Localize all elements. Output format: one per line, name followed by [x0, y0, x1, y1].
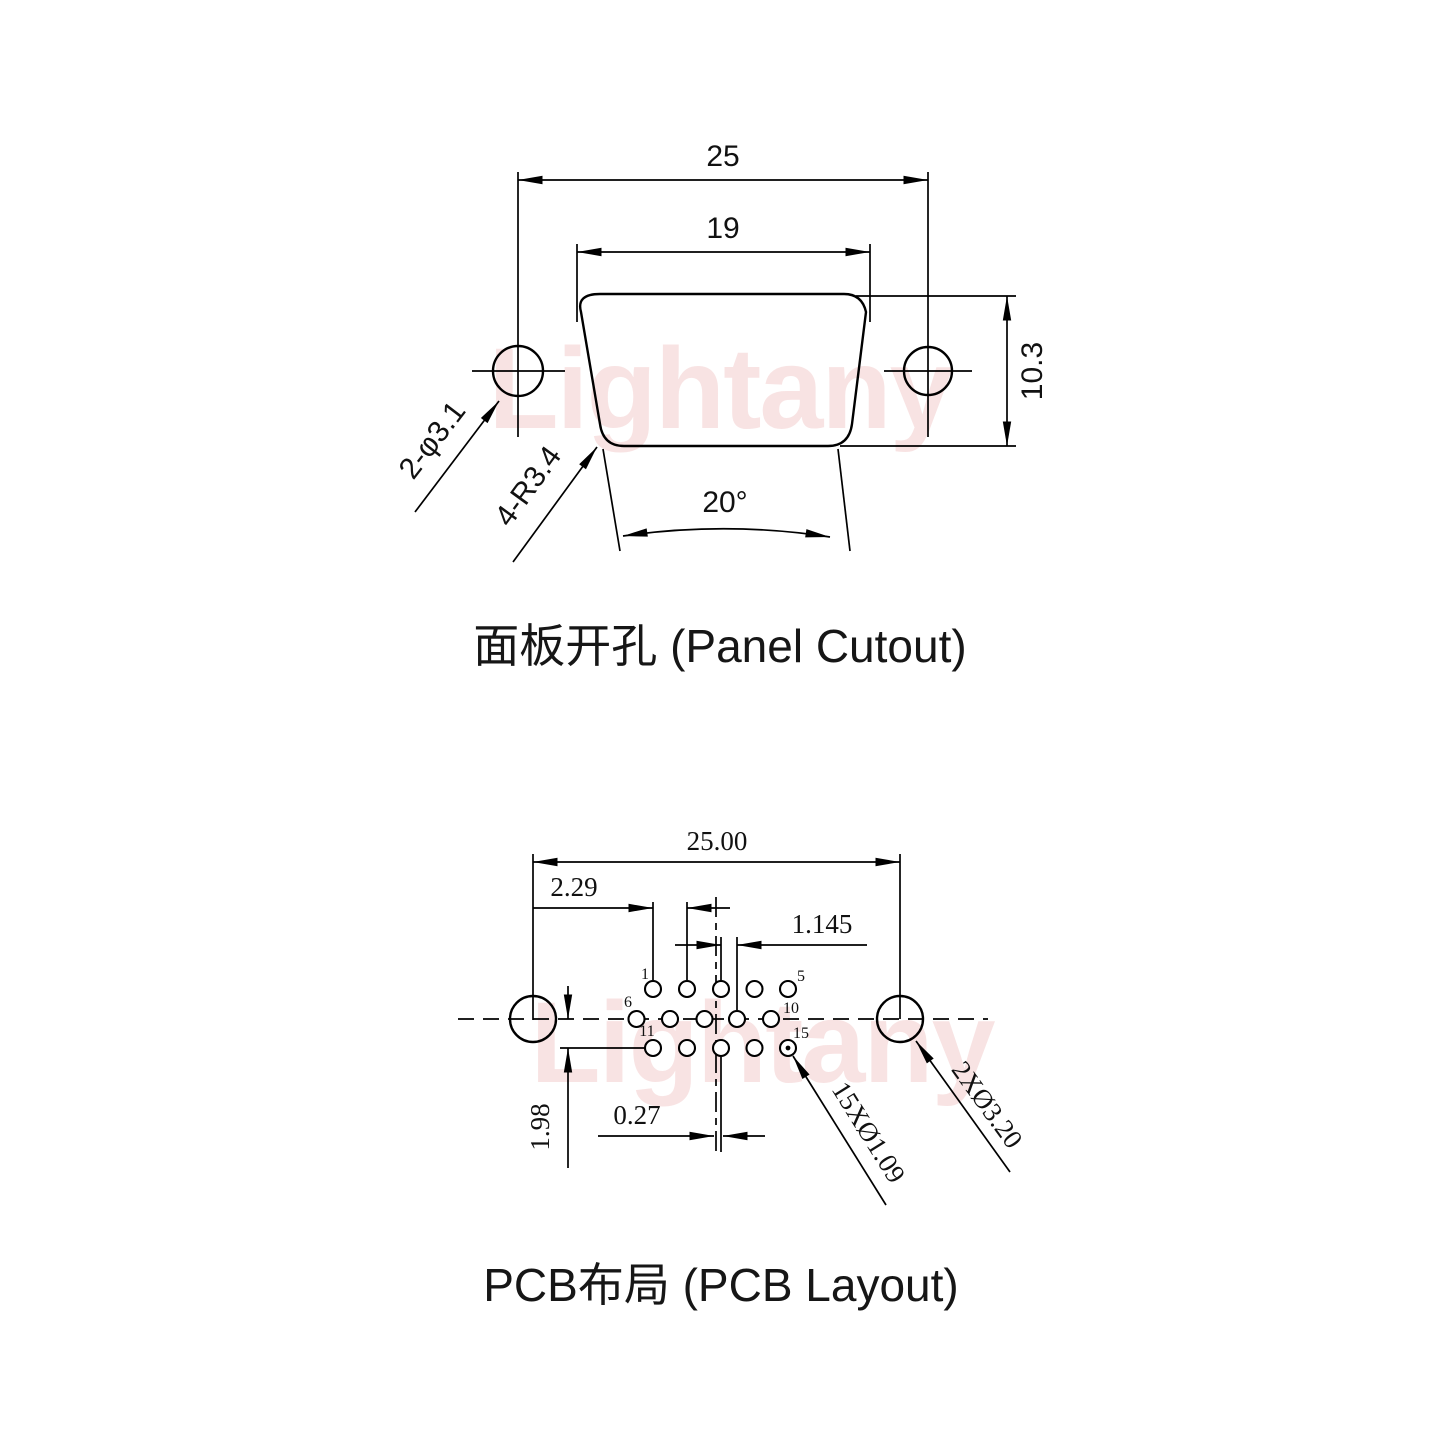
dim-row-pitch: 1.98 — [525, 1103, 555, 1150]
dim-pin-pitch: 2.29 — [550, 872, 597, 902]
pin-row-top — [643, 979, 798, 999]
pcb-mount-hole-left — [508, 994, 558, 1044]
pin-label-1: 1 — [641, 966, 649, 983]
dim-hole-spacing: 25.00 — [687, 826, 748, 856]
dim-height: 10.3 — [1016, 342, 1049, 400]
watermark-top: Lightany — [488, 325, 953, 453]
pcb-mount-hole-right — [875, 994, 925, 1044]
dim-outer-width: 25 — [706, 140, 739, 173]
pin-label-10: 10 — [783, 1000, 799, 1017]
dim-mount-holes: 2-φ3.1 — [393, 395, 473, 485]
pin-row-bottom — [643, 1038, 798, 1058]
pin-label-5: 5 — [797, 968, 805, 985]
pin-label-6: 6 — [624, 994, 632, 1011]
dim-center-offset: 0.27 — [613, 1100, 660, 1130]
pin15-center-dot — [785, 1045, 791, 1051]
dsub-cutout-outline — [579, 292, 868, 448]
panel-cutout-drawing: 25 19 10.3 20° 2-φ3.1 4-R3.4 面板开孔 (Panel… — [393, 140, 1049, 672]
dim-row-stagger: 1.145 — [792, 909, 853, 939]
pin-label-11: 11 — [639, 1023, 654, 1040]
dim-angle: 20° — [702, 486, 747, 519]
pin-row-middle — [627, 1009, 781, 1029]
panel-cutout-caption: 面板开孔 (Panel Cutout) — [473, 620, 966, 672]
pcb-layout-caption: PCB布局 (PCB Layout) — [483, 1259, 958, 1311]
pin-label-15: 15 — [793, 1025, 809, 1042]
dim-inner-width: 19 — [706, 212, 739, 245]
dim-corner-radius: 4-R3.4 — [489, 440, 569, 532]
watermark-bottom: Lightany — [530, 979, 995, 1107]
